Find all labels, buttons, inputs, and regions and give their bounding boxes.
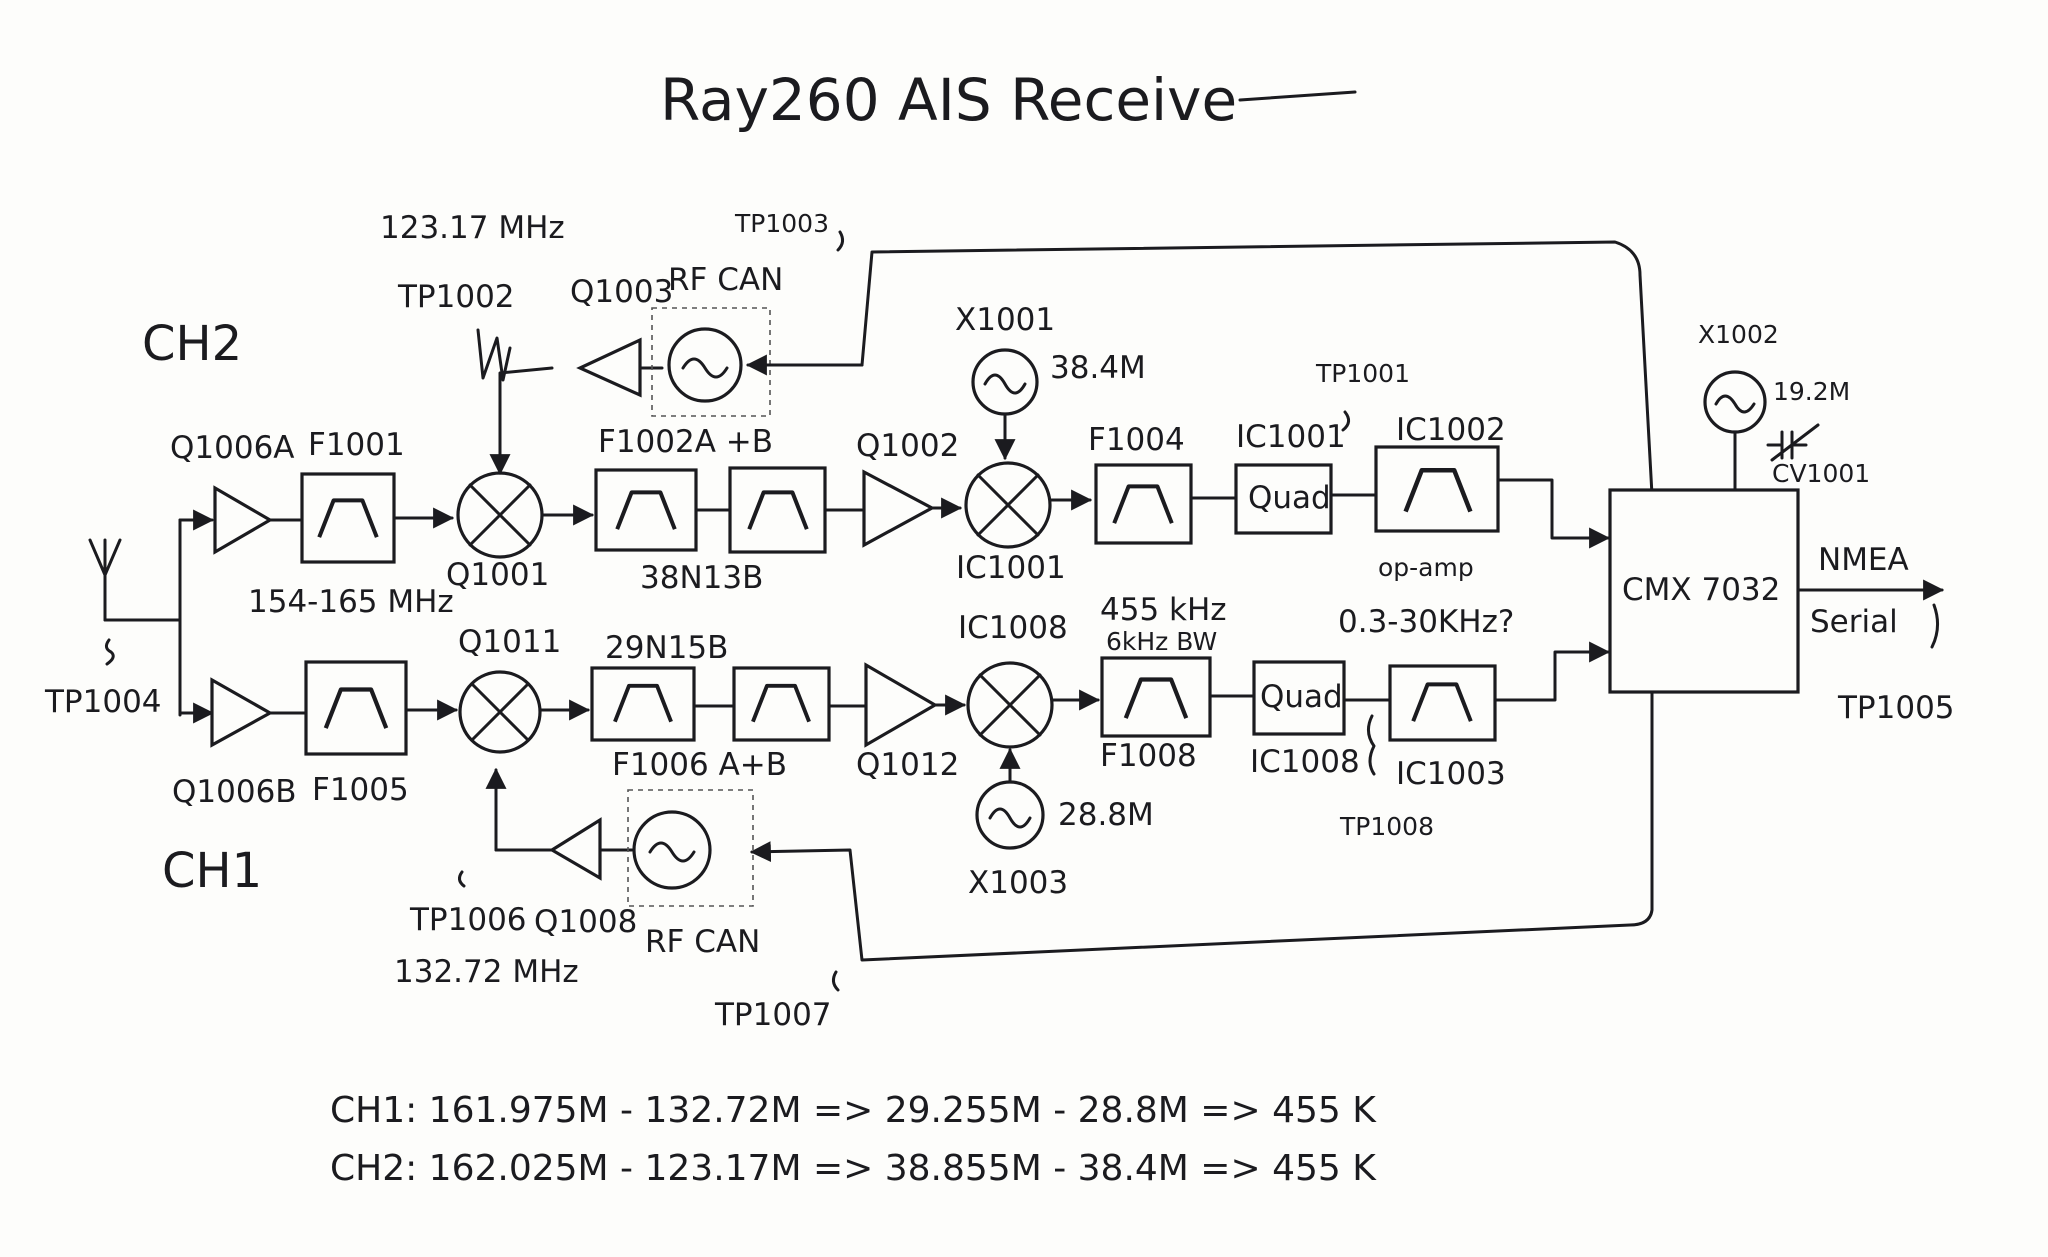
f1006ab-label: F1006 A+B [612, 747, 787, 783]
f1002ab-label: F1002A +B [598, 424, 773, 460]
oscillator-x1001 [971, 348, 1039, 416]
amplifier-q1012 [864, 662, 939, 748]
filter-f1006b [732, 666, 831, 742]
oscillator-x1002 [1703, 370, 1767, 434]
quad-ic1008 [1252, 660, 1346, 736]
quad-top-text: Quad [1248, 480, 1331, 516]
q1006a-label: Q1006A [170, 430, 295, 466]
filter-ic1002 [1374, 445, 1500, 533]
band-label: 154-165 MHz [248, 584, 454, 620]
opamp-label: op-amp [1378, 553, 1474, 582]
amplifier-q1006a [213, 485, 274, 555]
x1001-label: X1001 [955, 302, 1055, 338]
ic1001-label: IC1001 [956, 550, 1066, 586]
serial-label: Serial [1810, 604, 1898, 640]
oscillator-x1003 [975, 780, 1045, 850]
tp1001-label: TP1001 [1315, 359, 1410, 388]
x1002-label: X1002 [1698, 320, 1779, 349]
rf-can-bot [627, 789, 754, 907]
mixer-ic1001 [964, 461, 1052, 549]
cv1001-label: CV1001 [1772, 459, 1870, 488]
f29n15b-label: 29N15B [605, 630, 728, 666]
ic1008-quad-label: IC1008 [1250, 744, 1360, 780]
filter-f1008 [1100, 656, 1212, 738]
tp1003-label: TP1003 [734, 209, 829, 238]
amplifier-q1006b [210, 677, 274, 748]
f38n13b-label: 38N13B [640, 560, 763, 596]
filter-f1004 [1094, 463, 1193, 545]
filter-f1002a [594, 468, 698, 552]
x1003-freq: 28.8M [1058, 797, 1154, 833]
tp1008-label: TP1008 [1339, 812, 1434, 841]
ch2-label: CH2 [142, 316, 242, 372]
f1005-label: F1005 [312, 772, 409, 808]
cv1001-symbol [1766, 423, 1820, 462]
q1012-label: Q1012 [856, 747, 959, 783]
if-bw-label: 6kHz BW [1106, 627, 1217, 656]
filter-f1001 [300, 472, 396, 564]
q1011-label: Q1011 [458, 624, 561, 660]
cmx7032-label: CMX 7032 [1622, 572, 1780, 608]
lo-bot-freq: 132.72 MHz [394, 954, 579, 990]
ic1003-label: IC1003 [1396, 756, 1506, 792]
amplifier-q1008 [548, 817, 602, 881]
equation-ch1: CH1: 161.975M - 132.72M => 29.255M - 28.… [330, 1090, 1377, 1131]
amplifier-q1002 [862, 469, 936, 548]
filter-f1002b [728, 466, 827, 554]
q1006b-label: Q1006B [172, 774, 297, 810]
filter-ic1003 [1388, 664, 1497, 742]
amplifier-q1003 [576, 337, 642, 398]
diagram-title: Ray260 AIS Receive [660, 66, 1237, 134]
equation-ch2: CH2: 162.025M - 123.17M => 38.855M - 38.… [330, 1148, 1377, 1189]
f1001-label: F1001 [308, 427, 405, 463]
lo-top-freq: 123.17 MHz [380, 210, 565, 246]
x1002-freq: 19.2M [1773, 377, 1850, 406]
mixer-q1011 [458, 670, 542, 754]
oscillator-rf-can-bot [632, 810, 712, 890]
x1003-label: X1003 [968, 865, 1068, 901]
q1003-label: Q1003 [570, 274, 673, 310]
ic1001-quad-label: IC1001 [1236, 419, 1346, 455]
q1002-label: Q1002 [856, 428, 959, 464]
rf-can-bot-label: RF CAN [645, 924, 760, 960]
quad-ic1001 [1234, 463, 1333, 535]
tp1005-label: TP1005 [1837, 690, 1955, 726]
rf-can-top [651, 307, 771, 417]
q1001-label: Q1001 [446, 557, 549, 593]
ic1008-label: IC1008 [958, 610, 1068, 646]
rf-can-top-label: RF CAN [668, 262, 783, 298]
filter-f1006a [590, 666, 696, 742]
ch1-label: CH1 [162, 843, 262, 899]
tp1002-top-label: TP1002 [397, 279, 515, 315]
f1008-label: F1008 [1100, 738, 1197, 774]
nmea-label: NMEA [1818, 542, 1909, 578]
tp1007-label: TP1007 [714, 997, 832, 1033]
quad-bot-text: Quad [1260, 679, 1343, 715]
f1004-label: F1004 [1088, 422, 1185, 458]
mixer-q1001 [456, 471, 544, 559]
ic1002-label: IC1002 [1396, 412, 1506, 448]
filter-f1005 [304, 660, 408, 756]
x1001-freq: 38.4M [1050, 350, 1146, 386]
feedback-loop [749, 240, 1654, 962]
tp1004-label: TP1004 [44, 684, 162, 720]
oscillator-rf-can-top [667, 327, 743, 403]
tp1006-label: TP1006 [409, 902, 527, 938]
if-freq-label: 455 kHz [1100, 592, 1227, 628]
q1008-label: Q1008 [534, 904, 637, 940]
title-underline [1238, 90, 1357, 102]
cmx7032-chip [1608, 488, 1800, 694]
antenna-icon [88, 538, 182, 622]
filter-range-label: 0.3-30KHz? [1338, 604, 1514, 640]
mixer-ic1008 [966, 661, 1054, 749]
